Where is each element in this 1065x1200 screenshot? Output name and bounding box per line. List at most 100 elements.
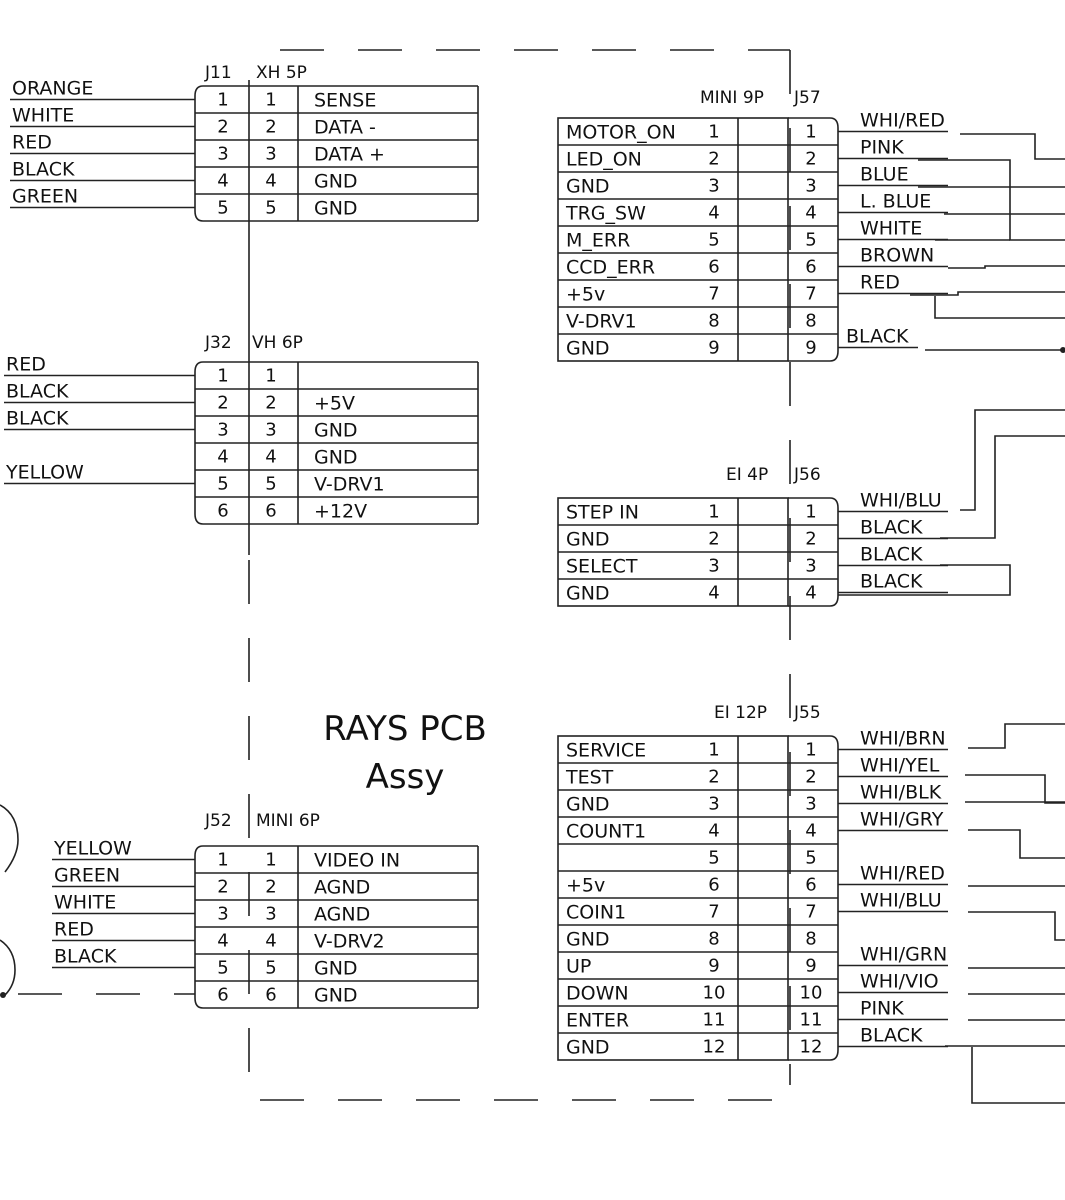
pin-signal: VIDEO IN (314, 850, 400, 872)
pin-signal: UP (566, 956, 591, 978)
pin-number-in: 5 (217, 198, 228, 219)
wire-color: BLACK (846, 326, 909, 348)
wire-color: WHI/BLK (860, 782, 942, 804)
wire-color: WHI/BLU (860, 490, 942, 512)
pin-number-out: 2 (265, 393, 276, 414)
pin-number-out: 4 (805, 203, 816, 224)
connector-id: J32 (204, 333, 232, 353)
wire-color: WHI/VIO (860, 971, 939, 993)
pin-number-in: 1 (708, 502, 719, 523)
pin-number-out: 1 (265, 850, 276, 871)
pin-number-in: 1 (708, 740, 719, 761)
pin-number-out: 5 (805, 848, 816, 869)
wire-color: WHI/BLU (860, 890, 942, 912)
pin-signal: V-DRV1 (566, 311, 637, 333)
connector-type: MINI 9P (700, 88, 764, 108)
pin-number-out: 4 (805, 583, 816, 604)
connector-id: J56 (793, 465, 821, 485)
wire-color: YELLOW (53, 838, 132, 860)
wire-color: BLUE (860, 164, 909, 186)
pin-signal: DOWN (566, 983, 629, 1005)
pin-number-in: 3 (217, 144, 228, 165)
pin-number-in: 5 (708, 230, 719, 251)
external-wire-routing (0, 133, 1065, 1104)
pin-number-out: 2 (265, 117, 276, 138)
pin-number-out: 12 (800, 1037, 823, 1058)
wire-color: PINK (860, 998, 904, 1020)
pin-number-out: 1 (265, 90, 276, 111)
pin-number-out: 5 (805, 230, 816, 251)
pin-signal: GND (566, 929, 610, 951)
wire-color: WHI/GRN (860, 944, 947, 966)
wire-color: WHI/RED (860, 863, 945, 885)
pin-number-in: 3 (708, 556, 719, 577)
pin-number-out: 4 (265, 171, 276, 192)
pin-number-out: 7 (805, 284, 816, 305)
pin-signal: COUNT1 (566, 821, 646, 843)
pin-number-out: 4 (265, 447, 276, 468)
pin-number-out: 2 (805, 149, 816, 170)
pin-signal: STEP IN (566, 502, 639, 524)
pin-signal: ENTER (566, 1010, 629, 1032)
pin-number-out: 1 (805, 502, 816, 523)
pin-signal: GND (566, 529, 610, 551)
pin-number-in: 6 (217, 501, 228, 522)
connector-type: XH 5P (256, 63, 307, 83)
pin-number-out: 8 (805, 311, 816, 332)
pin-signal: GND (314, 447, 358, 469)
wire-color: PINK (860, 137, 904, 159)
pin-number-in: 4 (217, 171, 228, 192)
pin-signal: GND (566, 583, 610, 605)
connector-id: J57 (793, 88, 821, 108)
pin-number-out: 1 (265, 366, 276, 387)
pin-signal: GND (314, 420, 358, 442)
pin-number-in: 5 (217, 958, 228, 979)
pin-number-out: 1 (805, 740, 816, 761)
wire-color: BLACK (860, 517, 923, 539)
pin-signal: GND (314, 198, 358, 220)
pin-signal: V-DRV2 (314, 931, 385, 953)
pin-number-out: 3 (265, 904, 276, 925)
wire-color: YELLOW (5, 462, 84, 484)
pin-number-in: 10 (703, 983, 726, 1004)
pin-signal: AGND (314, 877, 370, 899)
pin-signal: DATA - (314, 117, 376, 139)
wire-color: BLACK (6, 408, 69, 430)
pin-signal: COIN1 (566, 902, 626, 924)
pin-number-out: 9 (805, 338, 816, 359)
pin-signal: CCD_ERR (566, 257, 655, 279)
wire-color: RED (6, 354, 46, 376)
wire-color: BLACK (860, 571, 923, 593)
wire-color: WHI/GRY (860, 809, 944, 831)
pin-number-in: 1 (217, 90, 228, 111)
pin-number-out: 5 (265, 958, 276, 979)
pin-signal: GND (314, 958, 358, 980)
connector-type: MINI 6P (256, 811, 320, 831)
pin-number-out: 3 (265, 144, 276, 165)
pin-number-out: 3 (805, 556, 816, 577)
wire-color: BLACK (6, 381, 69, 403)
pin-number-out: 2 (805, 767, 816, 788)
pin-signal: GND (314, 985, 358, 1007)
pin-number-in: 5 (217, 474, 228, 495)
pin-number-out: 1 (805, 122, 816, 143)
pin-number-in: 11 (703, 1010, 726, 1031)
pin-number-in: 2 (217, 117, 228, 138)
pin-number-in: 7 (708, 902, 719, 923)
wire-color: WHI/RED (860, 110, 945, 132)
pin-number-out: 2 (265, 877, 276, 898)
wire-color: WHITE (12, 105, 74, 127)
pcb-subtitle: Assy (366, 757, 445, 797)
pin-number-in: 2 (708, 149, 719, 170)
pin-number-out: 6 (805, 257, 816, 278)
pin-number-out: 9 (805, 956, 816, 977)
pin-number-out: 4 (265, 931, 276, 952)
wire-color: WHI/YEL (860, 755, 940, 777)
pin-number-in: 3 (217, 420, 228, 441)
pin-number-in: 2 (217, 393, 228, 414)
pin-number-in: 8 (708, 311, 719, 332)
pin-number-in: 8 (708, 929, 719, 950)
